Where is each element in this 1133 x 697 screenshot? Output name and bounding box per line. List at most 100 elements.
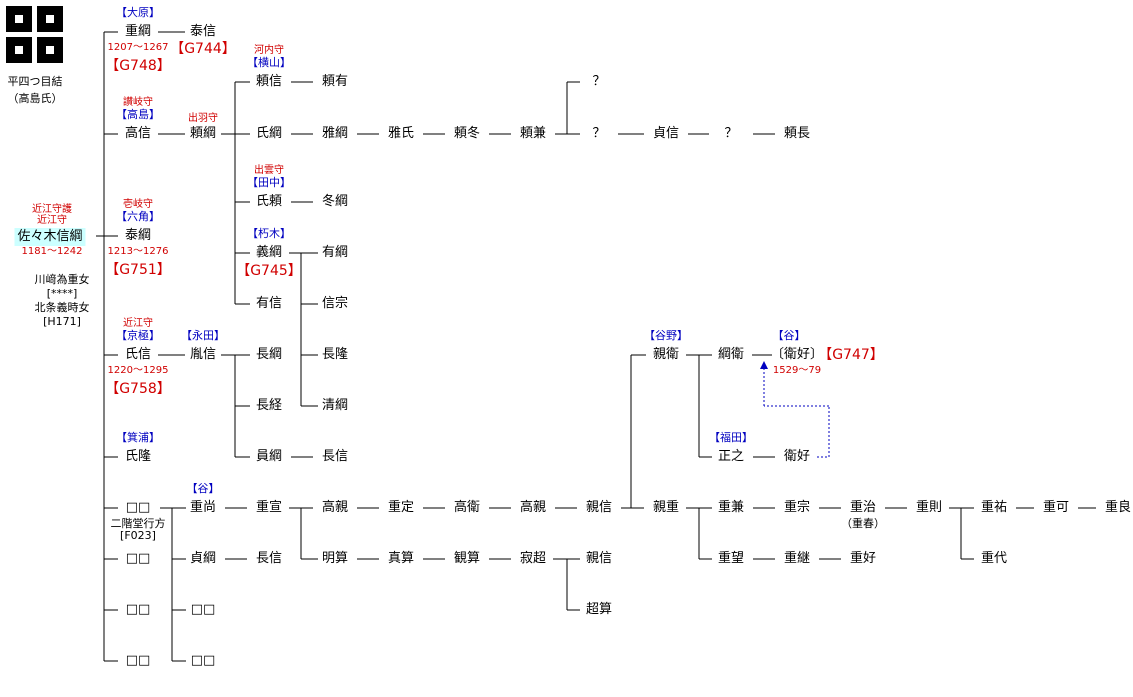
person-name: 重治 bbox=[849, 500, 877, 515]
crest-square-icon bbox=[6, 6, 32, 32]
person-name: 衛好 bbox=[783, 449, 811, 464]
person-name: 氏信 bbox=[124, 347, 152, 362]
person-name: 重則 bbox=[915, 500, 943, 515]
person-name: 重祐 bbox=[980, 500, 1008, 515]
person-name: 正之 bbox=[717, 449, 745, 464]
person-name: 重宣 bbox=[255, 500, 283, 515]
person-name: ？ bbox=[592, 126, 606, 141]
clan-label: 【朽木】 bbox=[247, 227, 291, 240]
person-name: 重尚 bbox=[189, 500, 217, 515]
person-name: 頼兼 bbox=[519, 126, 547, 141]
spouse-line: 川﨑為重女 bbox=[34, 273, 90, 286]
clan-label: 【横山】 bbox=[247, 56, 291, 69]
person-name: 親重 bbox=[652, 500, 680, 515]
person-name: 重綱 bbox=[124, 24, 152, 39]
person-title: 近江守護 bbox=[32, 204, 72, 215]
person-name: 頼長 bbox=[783, 126, 811, 141]
clan-label: 【田中】 bbox=[247, 176, 291, 189]
crest-square-icon bbox=[37, 37, 63, 63]
person-name: 高親 bbox=[519, 500, 547, 515]
person-name: 義綱 bbox=[255, 245, 283, 260]
person-name: □□ bbox=[190, 653, 216, 668]
person-name: 氏隆 bbox=[124, 449, 152, 464]
person-name: 綱衛 bbox=[717, 347, 745, 362]
person-name: 長経 bbox=[255, 398, 283, 413]
crest-clan: （高島氏） bbox=[7, 92, 63, 105]
person-name: 重可 bbox=[1042, 500, 1070, 515]
person-name: □□ bbox=[125, 500, 151, 515]
person-title: 壱岐守 bbox=[123, 199, 153, 210]
clan-label: 【高島】 bbox=[116, 108, 160, 121]
person-name: 有信 bbox=[255, 296, 283, 311]
person-name: 重望 bbox=[717, 551, 745, 566]
person-name: 高親 bbox=[321, 500, 349, 515]
person-name: 泰信 bbox=[189, 24, 217, 39]
person-name: 重定 bbox=[387, 500, 415, 515]
person-name: 信宗 bbox=[321, 296, 349, 311]
person-name: 〔衛好〕 bbox=[770, 347, 824, 362]
person-name: 冬綱 bbox=[321, 194, 349, 209]
person-name: 高信 bbox=[124, 126, 152, 141]
person-name: 頼有 bbox=[321, 74, 349, 89]
person-name: □□ bbox=[125, 653, 151, 668]
person-name: 長信 bbox=[321, 449, 349, 464]
g-reference: 【G751】 bbox=[105, 262, 171, 278]
person-name: 氏綱 bbox=[255, 126, 283, 141]
person-note: （重春） bbox=[841, 517, 885, 530]
person-name: 雅氏 bbox=[387, 126, 415, 141]
person-note: [F023] bbox=[120, 529, 156, 542]
crest-square-icon bbox=[37, 6, 63, 32]
person-name: ？ bbox=[724, 126, 738, 141]
person-note: 二階堂行方 bbox=[110, 517, 166, 530]
clan-label: 【福田】 bbox=[709, 431, 753, 444]
person-name: 親信 bbox=[585, 551, 613, 566]
person-name: 親衛 bbox=[652, 347, 680, 362]
clan-label: 【六角】 bbox=[116, 210, 160, 223]
person-name: 重代 bbox=[980, 551, 1008, 566]
person-name: 頼信 bbox=[255, 74, 283, 89]
person-years: 1213～1276 bbox=[107, 246, 169, 257]
person-name: 重兼 bbox=[717, 500, 745, 515]
g-reference: 【G748】 bbox=[105, 58, 171, 74]
g-reference: 【G747】 bbox=[818, 347, 884, 363]
person-years: 1207～1267 bbox=[107, 42, 169, 53]
person-years: 1220～1295 bbox=[107, 365, 169, 376]
person-name: 貞信 bbox=[652, 126, 680, 141]
person-name: 重好 bbox=[849, 551, 877, 566]
person-name: □□ bbox=[125, 551, 151, 566]
clan-label: 【永田】 bbox=[181, 329, 225, 342]
person-name: 親信 bbox=[585, 500, 613, 515]
person-name: 高衛 bbox=[453, 500, 481, 515]
person-name: 員綱 bbox=[255, 449, 283, 464]
g-reference: 【G758】 bbox=[105, 381, 171, 397]
clan-label: 【谷】 bbox=[186, 482, 220, 495]
person-years: 1181～1242 bbox=[21, 246, 83, 257]
person-name: 有綱 bbox=[321, 245, 349, 260]
person-title: 出羽守 bbox=[188, 113, 218, 124]
person-name: 観算 bbox=[453, 551, 481, 566]
clan-label: 【箕浦】 bbox=[116, 431, 160, 444]
person-title: 近江守 bbox=[37, 215, 67, 226]
person-title: 河内守 bbox=[254, 45, 284, 56]
person-name: 佐々木信綱 bbox=[14, 228, 86, 246]
clan-label: 【京極】 bbox=[116, 329, 160, 342]
person-name: □□ bbox=[125, 602, 151, 617]
person-name: 貞綱 bbox=[189, 551, 217, 566]
person-name: 氏頼 bbox=[255, 194, 283, 209]
person-name: 長隆 bbox=[321, 347, 349, 362]
person-title: 讃岐守 bbox=[123, 97, 153, 108]
spouse-line: [H171] bbox=[43, 315, 81, 328]
person-name: 明算 bbox=[321, 551, 349, 566]
g-reference: 【G744】 bbox=[170, 41, 236, 57]
person-name: 長綱 bbox=[255, 347, 283, 362]
person-name: □□ bbox=[190, 602, 216, 617]
g-reference: 【G745】 bbox=[236, 263, 302, 279]
person-name: 頼冬 bbox=[453, 126, 481, 141]
arrow-up-icon bbox=[760, 361, 768, 369]
person-name: 超算 bbox=[585, 602, 613, 617]
person-name: 寂超 bbox=[519, 551, 547, 566]
spouse-line: 北条義時女 bbox=[34, 301, 90, 314]
clan-label: 【谷野】 bbox=[644, 329, 688, 342]
person-title: 出雲守 bbox=[254, 165, 284, 176]
